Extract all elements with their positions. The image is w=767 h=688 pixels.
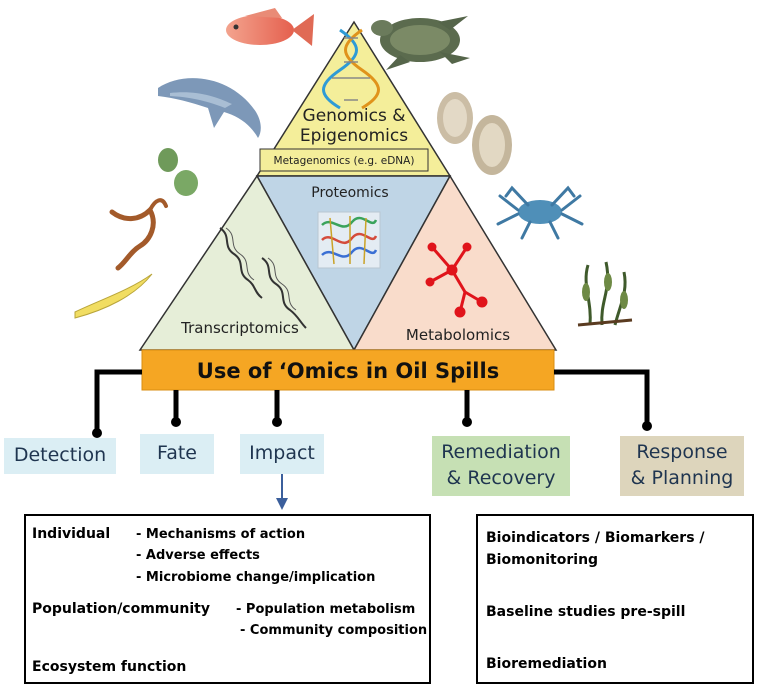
individual-label: Individual xyxy=(32,526,111,542)
category-detection: Detection xyxy=(4,438,116,474)
sea-turtle-icon xyxy=(371,16,470,70)
banner-title: Use of ‘Omics in Oil Spills xyxy=(197,359,499,383)
population-item-1: - Population metabolism xyxy=(236,602,416,617)
metabolomics-label: Metabolomics xyxy=(406,326,510,344)
bioremediation-label: Bioremediation xyxy=(486,656,607,672)
protein-structure-icon xyxy=(317,211,381,269)
omics-banner xyxy=(141,349,555,391)
baseline-label: Baseline studies pre-spill xyxy=(486,604,686,620)
oyster-icon xyxy=(437,92,512,175)
category-fate: Fate xyxy=(140,434,214,474)
seagrass-icon xyxy=(577,261,633,327)
proteomics-label: Proteomics xyxy=(311,185,388,201)
individual-item-1: - Mechanisms of action xyxy=(136,527,306,542)
rna-strands-icon xyxy=(219,227,307,329)
dolphin-icon xyxy=(158,78,261,138)
category-response-label-line2: & Planning xyxy=(630,467,734,489)
category-response: Response & Planning xyxy=(620,436,744,496)
individual-item-2: - Adverse effects xyxy=(136,548,260,563)
connector-lines xyxy=(94,369,650,432)
impact-arrow xyxy=(276,474,288,510)
individual-item-3: - Microbiome change/implication xyxy=(136,570,376,585)
transcriptomics-label: Transcriptomics xyxy=(180,319,299,337)
population-item-2: - Community composition xyxy=(240,623,428,638)
biomarkers-line1: Bioindicators / Biomarkers / xyxy=(486,530,705,546)
category-impact-label: Impact xyxy=(249,442,315,465)
worm-icon xyxy=(109,198,168,271)
category-remediation-label-line2: & Recovery xyxy=(446,467,556,489)
diatom-icon xyxy=(74,273,153,319)
category-impact: Impact xyxy=(240,434,324,474)
remediation-details-box: Bioindicators / Biomarkers / Biomonitori… xyxy=(476,514,754,684)
metabolite-network-icon xyxy=(425,242,488,318)
biomarkers-line2: Biomonitoring xyxy=(486,552,599,568)
genomics-label-line1: Genomics & xyxy=(303,106,406,126)
blue-crab-icon xyxy=(496,185,584,240)
category-response-label-line1: Response xyxy=(636,441,728,464)
metagenomics-label: Metagenomics (e.g. eDNA) xyxy=(274,155,415,167)
category-remediation-label-line1: Remediation xyxy=(441,441,561,464)
category-fate-label: Fate xyxy=(157,442,197,465)
dna-helix-icon xyxy=(322,28,380,110)
metagenomics-box xyxy=(259,148,429,172)
algae-icon xyxy=(158,148,198,196)
impact-details-box: Individual - Mechanisms of action - Adve… xyxy=(24,514,431,684)
connector-dots xyxy=(92,417,652,438)
population-label: Population/community xyxy=(32,601,210,617)
category-remediation: Remediation & Recovery xyxy=(432,436,570,496)
red-fish-icon xyxy=(226,8,314,46)
ecosystem-label: Ecosystem function xyxy=(32,659,187,675)
category-detection-label: Detection xyxy=(13,444,107,467)
genomics-label-line2: Epigenomics xyxy=(300,126,408,146)
